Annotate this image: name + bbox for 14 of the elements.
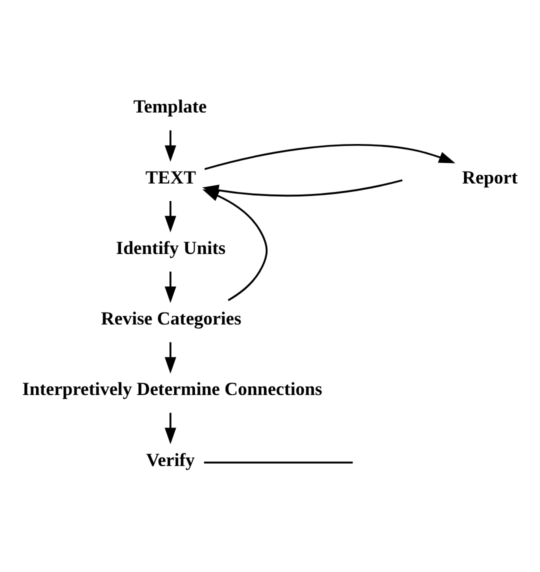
arrow xyxy=(164,201,176,232)
node-text: Interpretively Determine Connections xyxy=(22,379,322,400)
arrow xyxy=(164,130,176,162)
node-text: Report xyxy=(462,167,518,188)
arrow xyxy=(164,342,176,374)
arrow xyxy=(204,144,456,170)
node-text: Identify Units xyxy=(116,238,226,259)
node-text: TEXT xyxy=(146,167,196,188)
arrow xyxy=(164,272,176,303)
node-text: Template xyxy=(133,96,207,118)
arrow xyxy=(164,412,176,444)
node-text: Revise Categories xyxy=(100,308,242,330)
node-text: Verify xyxy=(146,450,195,471)
connector xyxy=(204,462,353,464)
